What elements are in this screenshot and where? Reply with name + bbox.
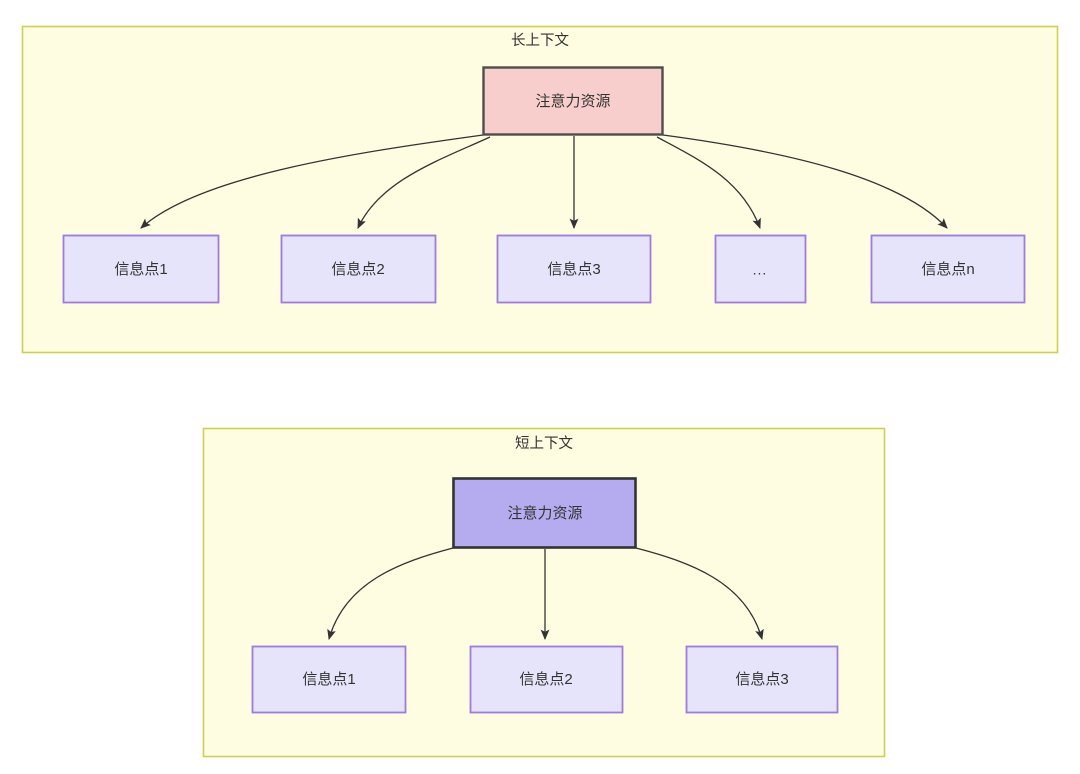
short-context-info-label-1: 信息点1 xyxy=(302,671,355,688)
long-context-info-node-3[interactable]: 信息点3 xyxy=(496,234,652,304)
long-context-edges xyxy=(140,134,948,230)
short-context-info-node-1[interactable]: 信息点1 xyxy=(251,645,407,714)
long-context-info-node-1[interactable]: 信息点1 xyxy=(62,234,220,304)
long-context-info-label-3: 信息点3 xyxy=(547,261,600,278)
edge-root-to-info1 xyxy=(140,134,484,229)
long-context-info-label-2: 信息点2 xyxy=(331,261,384,278)
long-context-info-box-ellipsis[interactable] xyxy=(714,234,807,304)
long-context-info-node-2[interactable]: 信息点2 xyxy=(280,234,437,304)
edge-root-to-info2 xyxy=(357,136,491,229)
group-short-context: 短上下文 注意力资源 信息点1 信息点2 xyxy=(202,427,886,758)
edge-root-to-infon xyxy=(662,134,948,229)
long-context-attention-box[interactable] xyxy=(482,66,664,136)
long-context-info-label-1: 信息点1 xyxy=(114,261,167,278)
long-context-info-box-2[interactable] xyxy=(280,234,437,304)
short-context-info-label-3: 信息点3 xyxy=(735,671,788,688)
long-context-info-label-ellipsis: ... xyxy=(753,262,768,278)
short-context-info-box-1[interactable] xyxy=(251,645,407,714)
group-short-context-title: 短上下文 xyxy=(515,435,573,452)
long-context-info-node-n[interactable]: 信息点n xyxy=(870,234,1026,304)
short-context-attention-node[interactable]: 注意力资源 xyxy=(452,477,637,549)
short-context-info-box-3[interactable] xyxy=(685,645,839,714)
edge-root-to-ellipsis xyxy=(656,136,761,229)
short-context-info-node-2[interactable]: 信息点2 xyxy=(469,645,624,714)
edge-short-root-to-info1 xyxy=(327,547,454,641)
long-context-attention-label: 注意力资源 xyxy=(535,92,610,110)
long-context-info-box-n[interactable] xyxy=(870,234,1026,304)
short-context-edges xyxy=(327,547,764,641)
long-context-info-box-3[interactable] xyxy=(496,234,652,304)
short-context-attention-label: 注意力资源 xyxy=(507,504,582,522)
long-context-info-box-1[interactable] xyxy=(62,234,220,304)
long-context-info-node-ellipsis[interactable]: ... xyxy=(714,234,807,304)
group-long-context-title: 长上下文 xyxy=(511,32,569,49)
group-long-context: 长上下文 注意力资源 信息点1 信息点2 xyxy=(21,25,1059,354)
short-context-info-label-2: 信息点2 xyxy=(519,671,572,688)
short-context-attention-box[interactable] xyxy=(452,477,637,549)
short-context-info-box-2[interactable] xyxy=(469,645,624,714)
long-context-info-label-n: 信息点n xyxy=(921,261,974,278)
edge-short-root-to-info3 xyxy=(635,547,764,641)
short-context-info-node-3[interactable]: 信息点3 xyxy=(685,645,839,714)
long-context-attention-node[interactable]: 注意力资源 xyxy=(482,66,664,136)
